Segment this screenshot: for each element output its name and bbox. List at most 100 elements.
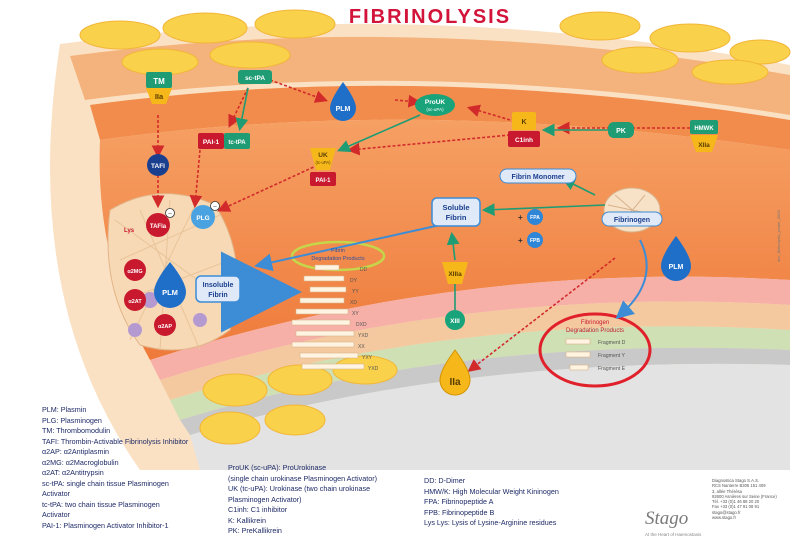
fibrinolysis-diagram: TM IIa sc-tPA PLM ProUK (sc-uPA) K C1inh — [50, 9, 791, 470]
top-fat-layer — [79, 9, 791, 85]
svg-text:(sc-uPA): (sc-uPA) — [426, 107, 444, 112]
svg-text:PK: PK — [616, 128, 626, 135]
fdp-group: Fibrin Degradation Products — [291, 248, 365, 370]
fgdp-item: Fragment D — [598, 340, 626, 346]
svg-text:Fibrin Monomer: Fibrin Monomer — [512, 174, 565, 181]
a2mg-node: α2MG — [124, 259, 146, 281]
fdp-labels: DD DY YY XD XY DXD YXD XX YXY YXD — [350, 267, 379, 372]
tafi-node: TAFI — [147, 154, 169, 176]
kallikrein-complex: K C1inh — [508, 112, 540, 147]
legend-column-1: PLM: Plasmin PLG: Plasminogen TM: Thromb… — [42, 405, 189, 530]
plm-clot-drop: PLM — [154, 262, 186, 308]
svg-text:IIa: IIa — [449, 377, 461, 388]
fibrin-monomer-box: Fibrin Monomer — [499, 168, 577, 184]
iia-tm-label: IIa — [155, 92, 164, 101]
fdp-item: YXY — [362, 355, 373, 361]
svg-text:PLM: PLM — [162, 288, 178, 297]
svg-text:K: K — [521, 119, 526, 126]
xiii-node: XIII — [445, 310, 465, 330]
svg-text:Fibrin: Fibrin — [331, 248, 345, 254]
fdp-item: DY — [350, 278, 358, 284]
prouk-node: ProUK (sc-uPA) — [415, 94, 455, 116]
svg-text:tc-tPA: tc-tPA — [228, 140, 246, 146]
sc-tpa-node: sc-tPA — [238, 70, 272, 84]
a2ap-node: α2AP — [154, 314, 176, 336]
bottom-fat-layer — [199, 355, 398, 445]
svg-text:PLM: PLM — [336, 106, 351, 113]
svg-text:Degradation Products: Degradation Products — [566, 328, 624, 334]
svg-text:Fibrinogen: Fibrinogen — [581, 320, 609, 326]
legend-column-3: DD: D-Dimer HMW/K: High Molecular Weight… — [424, 476, 559, 527]
svg-text:α2AT: α2AT — [128, 299, 142, 305]
pk-node: PK — [608, 122, 634, 138]
pai1-tctpa-complex: PAI-1 tc-tPA — [198, 133, 250, 149]
svg-text:+: + — [518, 213, 523, 222]
degradation-arrows — [221, 224, 648, 333]
svg-text:Fibrin: Fibrin — [446, 213, 467, 222]
plg-node: PLG – — [191, 201, 220, 229]
company-address: Diagnostica Stago S.A.S. RCS Nanterre B3… — [712, 478, 777, 521]
svg-text:–: – — [168, 211, 172, 217]
tafia-node: TAFIa – — [146, 208, 175, 237]
svg-text:HMWK: HMWK — [694, 126, 714, 132]
svg-text:Degradation Products: Degradation Products — [311, 256, 364, 262]
svg-text:TAFI: TAFI — [151, 163, 165, 170]
svg-text:C1inh: C1inh — [515, 137, 533, 144]
svg-text:XIIa: XIIa — [698, 142, 710, 149]
legend-column-2: ProUK (sc-uPA): ProUrokinase (single cha… — [228, 463, 378, 535]
svg-text:PLG: PLG — [196, 215, 209, 222]
svg-text:–: – — [213, 204, 217, 210]
svg-text:FPA: FPA — [530, 215, 540, 221]
svg-text:+: + — [518, 236, 523, 245]
tm-iia-complex: TM IIa — [146, 72, 172, 104]
svg-text:Fibrin: Fibrin — [208, 292, 227, 299]
tm-label: TM — [153, 77, 165, 86]
stago-tagline: At the Heart of Haemostasis — [645, 532, 702, 537]
insoluble-fibrin-box: Insoluble Fibrin — [195, 275, 241, 303]
fdp-item: YXD — [358, 333, 369, 339]
fibrinogen-box: Fibrinogen — [601, 211, 663, 227]
fgdp-item: Fragment Y — [598, 353, 626, 359]
stago-logo: Stago — [645, 508, 689, 529]
fdp-item: DXD — [356, 322, 367, 328]
svg-text:α2AP: α2AP — [158, 324, 172, 330]
svg-text:(tc-uPA): (tc-uPA) — [315, 160, 331, 165]
fpa-node: + FPA — [518, 209, 543, 225]
fdp-item: YY — [352, 289, 359, 295]
fdp-item: XY — [352, 311, 359, 317]
soluble-fibrin-box: Soluble Fibrin — [431, 197, 481, 227]
activation-arrows — [235, 87, 610, 310]
svg-text:PLM: PLM — [669, 264, 684, 271]
fdp-item: XD — [350, 300, 357, 306]
fpb-node: + FPB — [518, 232, 543, 248]
fdp-item: YXD — [368, 366, 379, 372]
svg-text:ProUK: ProUK — [425, 99, 446, 106]
svg-text:UK: UK — [318, 152, 328, 159]
plm-top-drop: PLM — [330, 82, 356, 121]
plm-right-drop: PLM — [661, 236, 691, 281]
svg-text:PAI-1: PAI-1 — [316, 178, 332, 184]
svg-text:α2MG: α2MG — [127, 269, 142, 275]
svg-text:Insoluble: Insoluble — [203, 282, 234, 289]
fdp-item: XX — [358, 344, 365, 350]
a2at-node: α2AT — [124, 289, 146, 311]
poster-title: FIBRINOLYSIS — [348, 6, 512, 28]
iia-bottom-drop: IIa — [439, 349, 471, 396]
xiiia-node: XIIIa — [442, 262, 468, 284]
svg-text:Soluble: Soluble — [442, 203, 469, 212]
svg-text:Fibrinogen: Fibrinogen — [614, 217, 650, 224]
fgdp-group: Fibrinogen Degradation Products Fragment… — [565, 320, 626, 372]
svg-text:sc-tPA: sc-tPA — [245, 75, 265, 82]
svg-text:XIII: XIII — [450, 318, 460, 325]
lys-label: Lys — [124, 228, 135, 234]
svg-text:XIIIa: XIIIa — [448, 271, 462, 278]
fgdp-item: Fragment E — [598, 366, 626, 372]
uk-pai1-complex: UK (tc-uPA) PAI-1 — [310, 148, 336, 186]
side-code: doc_fibrinolysis_poster_0000 — [776, 210, 781, 262]
hmwk-xiia-complex: HMWK XIIa — [690, 120, 718, 152]
svg-text:PAI-1: PAI-1 — [203, 139, 220, 146]
svg-text:TAFIa: TAFIa — [150, 224, 167, 230]
svg-text:FPB: FPB — [530, 238, 540, 244]
fgdp-ring — [538, 312, 652, 388]
